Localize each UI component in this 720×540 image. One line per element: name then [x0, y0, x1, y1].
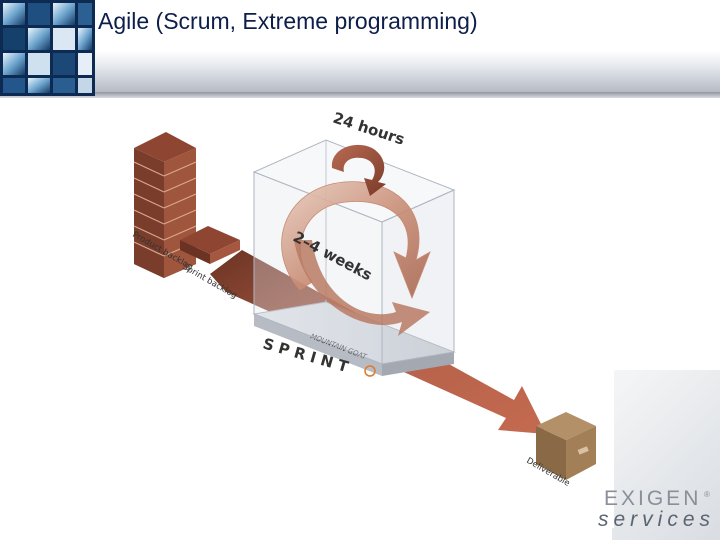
- iteration-loop-return: [294, 240, 430, 336]
- tile-logo-icon: [0, 0, 95, 96]
- iteration-loop-arrow: [281, 181, 431, 300]
- scrum-diagram: MOUNTAIN GOAT 24 hours 2–4 weeks Product…: [94, 100, 614, 528]
- brand-registered-mark: ®: [704, 490, 710, 499]
- deliverable-box: [536, 412, 596, 480]
- header-band: [0, 0, 720, 92]
- sprint-platform: MOUNTAIN GOAT: [252, 301, 456, 377]
- header-shadow: [0, 92, 720, 98]
- sprint-backlog-box: [180, 226, 240, 264]
- brand-tagline: services: [598, 508, 716, 531]
- brand-name: EXIGEN: [604, 487, 702, 510]
- goat-logo-icon: [364, 365, 376, 377]
- slide-title: Agile (Scrum, Extreme programming): [98, 8, 478, 34]
- background-panel: [612, 370, 720, 540]
- daily-loop-arrow: [331, 144, 386, 196]
